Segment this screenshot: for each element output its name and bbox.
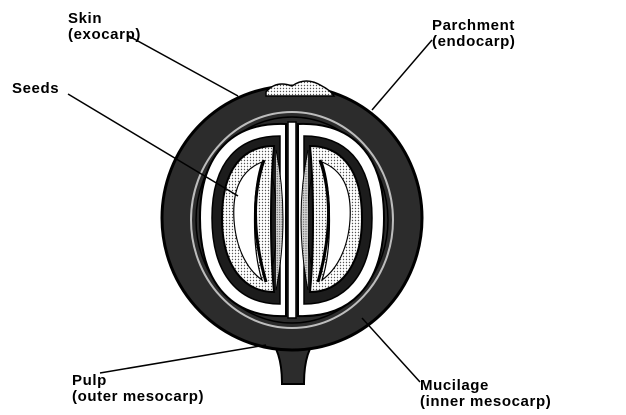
skin-bump [266, 81, 334, 96]
label-mucilage: Mucilage (inner mesocarp) [420, 378, 551, 410]
label-parchment: Parchment (endocarp) [432, 18, 516, 50]
label-seeds: Seeds [12, 81, 59, 97]
leader-skin [127, 35, 238, 96]
leader-mucilage [362, 318, 420, 382]
label-skin: Skin (exocarp) [68, 11, 141, 43]
leader-pulp [100, 345, 266, 373]
label-pulp: Pulp (outer mesocarp) [72, 373, 204, 405]
leader-parchment [372, 40, 432, 110]
central-divider [288, 122, 296, 318]
